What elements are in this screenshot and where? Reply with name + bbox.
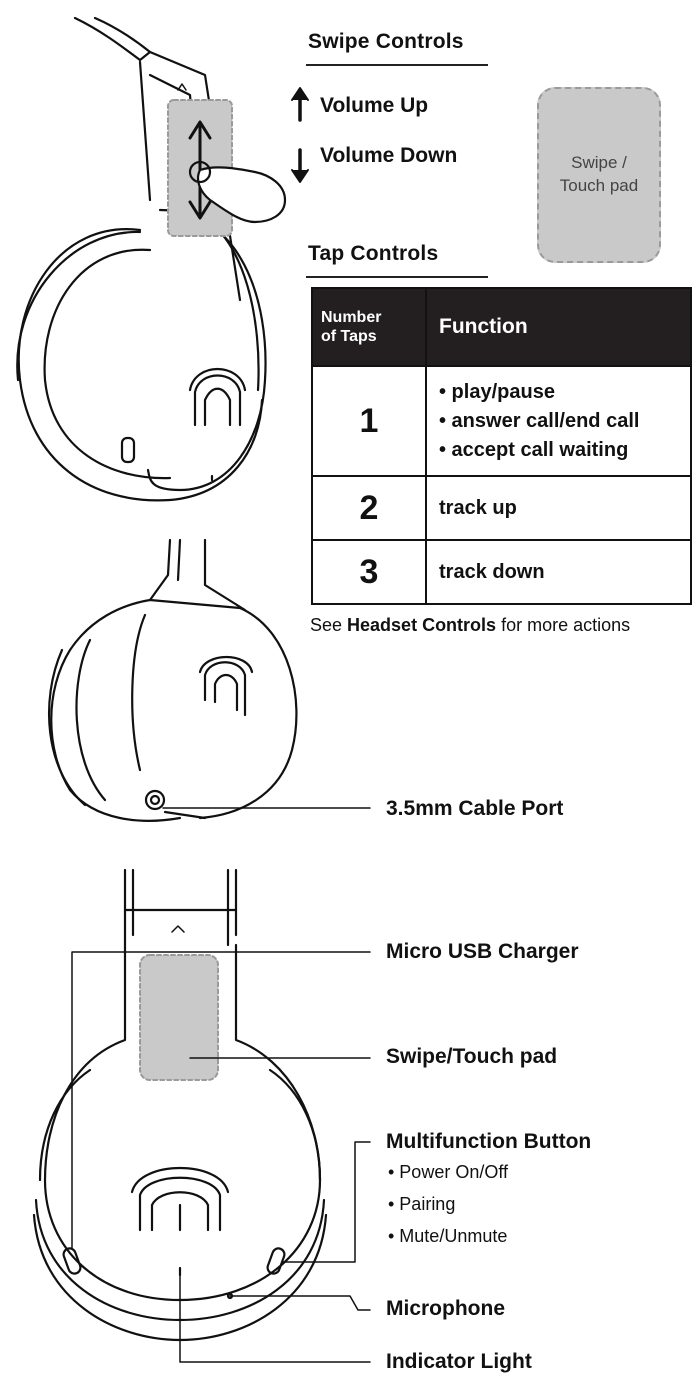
multifunction-item: • Pairing — [388, 1194, 456, 1214]
function-item: • accept call waiting — [439, 438, 629, 461]
multifunction-item: • Power On/Off — [388, 1162, 509, 1182]
col-header-function: Function — [425, 287, 692, 367]
callout-microphone: Microphone — [386, 1297, 505, 1320]
headset-front-view — [32, 868, 371, 1363]
callout-indicator-light: Indicator Light — [386, 1350, 532, 1373]
headset-side-view-2 — [48, 538, 371, 822]
tap-count-cell: 1 — [311, 365, 427, 477]
headset-side-view-1 — [16, 16, 287, 502]
note-prefix: See — [310, 615, 348, 635]
table-header-row: Number of Taps Function — [311, 287, 692, 367]
callout-micro-usb: Micro USB Charger — [386, 940, 579, 963]
touch-pad-legend-line2: Touch pad — [559, 176, 639, 195]
touch-pad-legend: Swipe / Touch pad — [537, 87, 661, 263]
note-suffix: for more actions — [496, 615, 631, 635]
function-item: track up — [439, 496, 517, 519]
tap-count-cell: 2 — [311, 475, 427, 541]
function-item: • play/pause — [439, 380, 555, 403]
col-header-taps-line1: Number — [321, 308, 382, 326]
function-cell: • play/pause • answer call/end call • ac… — [425, 365, 692, 477]
callout-multifunction-button: Multifunction Button — [386, 1130, 592, 1153]
note-bold: Headset Controls — [347, 615, 497, 635]
volume-down-label: Volume Down — [320, 144, 458, 167]
tap-controls-table: Number of Taps Function 1 • play/pause •… — [311, 287, 692, 605]
function-item: • answer call/end call — [439, 409, 640, 432]
volume-down-arrow-icon — [291, 148, 309, 183]
swipe-heading-rule — [306, 64, 488, 66]
touch-pad-legend-line1: Swipe / — [571, 153, 627, 173]
table-row: 3 track down — [311, 539, 692, 605]
function-cell: track down — [425, 539, 692, 605]
swipe-controls-heading: Swipe Controls — [308, 30, 464, 53]
col-header-taps-line2: of Taps — [321, 328, 377, 345]
tap-count-cell: 3 — [311, 539, 427, 605]
callout-touch-pad: Swipe/Touch pad — [386, 1045, 558, 1068]
tap-controls-heading: Tap Controls — [308, 242, 439, 265]
function-item: track down — [439, 560, 545, 583]
table-row: 2 track up — [311, 475, 692, 541]
tap-heading-rule — [306, 276, 488, 278]
col-header-taps: Number of Taps — [311, 287, 427, 367]
callout-cable-port: 3.5mm Cable Port — [386, 797, 564, 820]
volume-up-label: Volume Up — [320, 94, 429, 117]
table-row: 1 • play/pause • answer call/end call • … — [311, 365, 692, 477]
volume-up-arrow-icon — [291, 87, 309, 122]
multifunction-item: • Mute/Unmute — [388, 1226, 508, 1246]
function-cell: track up — [425, 475, 692, 541]
headset-controls-note: See Headset Controls for more actions — [310, 615, 630, 636]
